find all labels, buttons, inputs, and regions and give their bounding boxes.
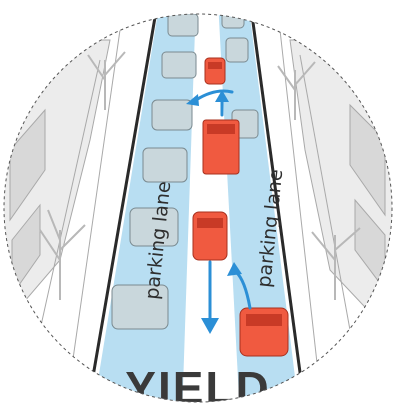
car-icon xyxy=(193,212,227,260)
car-icon xyxy=(240,308,288,356)
car-icon xyxy=(205,58,225,84)
yield-title: YIELD xyxy=(125,362,270,414)
truck-icon xyxy=(203,120,239,174)
